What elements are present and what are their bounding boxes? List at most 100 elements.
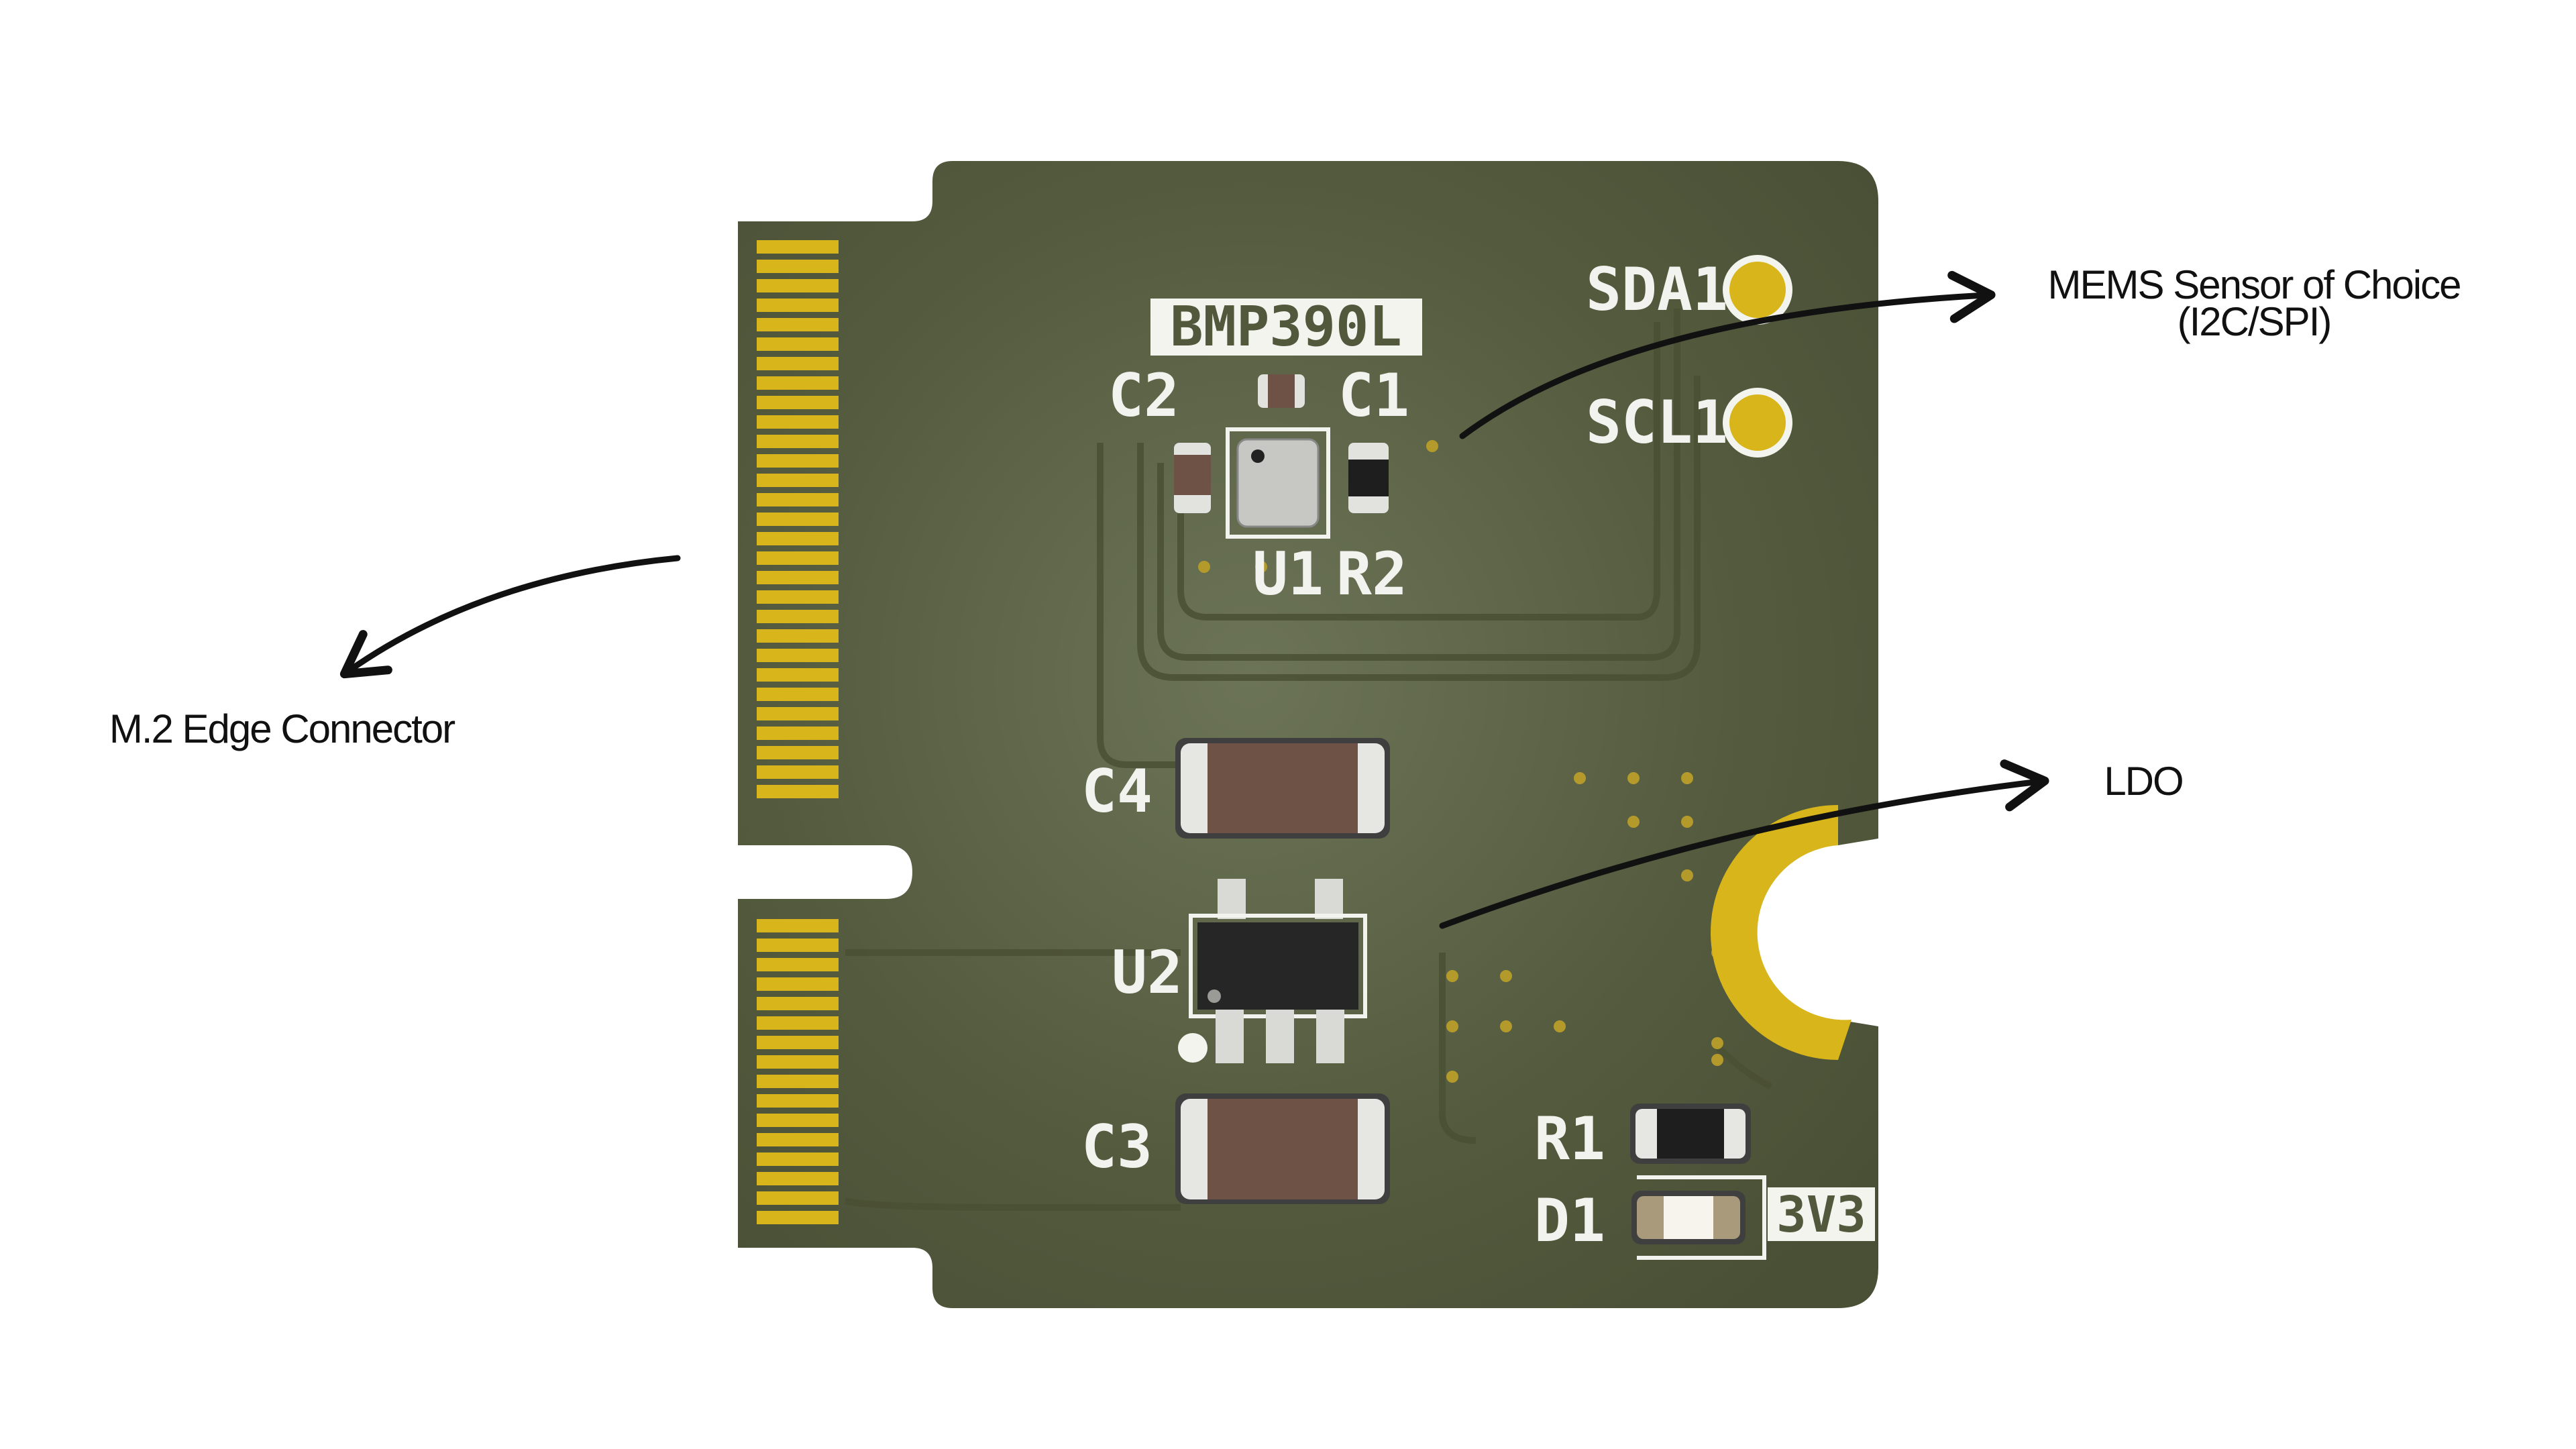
u2-ldo [1178,879,1367,1063]
arrow-edge-connector [339,555,681,679]
u1-sensor [1226,427,1330,539]
gold-finger [757,707,839,720]
test-pad-sda [1723,255,1792,325]
silk-scl: SCL1 [1586,388,1728,457]
via [1500,1020,1512,1032]
c3-capacitor [1175,1093,1390,1204]
pcb-outline [738,161,1878,1308]
via [1627,816,1640,828]
gold-finger [757,435,839,448]
d1-led [1631,1175,1766,1260]
gold-finger [757,1114,839,1127]
gold-finger [757,938,839,952]
via [1681,816,1693,828]
via [1198,561,1210,573]
gold-finger [757,668,839,682]
gold-finger [757,240,839,254]
gold-finger [757,532,839,545]
gold-finger [757,493,839,506]
via [1681,772,1693,784]
gold-finger [757,279,839,292]
gold-finger [757,919,839,932]
silk-c3: C3 [1081,1112,1152,1181]
sensor-part-text: BMP390L [1170,295,1402,359]
gold-finger [757,299,839,312]
gold-finger [757,551,839,565]
silk-c4: C4 [1081,757,1152,826]
gold-finger [757,1016,839,1030]
pcb-board: BMP390L [738,161,1878,1308]
silk-u1: U1 [1252,539,1324,608]
sensor-part-label: BMP390L [1150,295,1422,359]
annotation-mems-line1: MEMS Sensor of Choice [2048,262,2461,307]
vias [1198,440,1723,1083]
c-top-small [1258,374,1305,408]
gold-finger [757,958,839,971]
gold-finger [757,1152,839,1166]
gold-finger [757,571,839,584]
gold-finger [757,765,839,779]
via [1446,1020,1458,1032]
gold-finger [757,357,839,370]
gold-finger [757,629,839,643]
via [1574,772,1586,784]
gold-finger [757,396,839,409]
gold-finger [757,997,839,1010]
gold-finger [757,590,839,604]
gold-finger [757,688,839,701]
gold-finger [757,785,839,798]
gold-finger [757,513,839,526]
c-left-small [1174,443,1211,513]
gold-finger [757,746,839,759]
mounting-pad [1711,805,1851,1060]
via [1255,561,1267,573]
gold-finger [757,1133,839,1146]
gold-finger [757,376,839,390]
via [1500,970,1512,982]
via [1627,772,1640,784]
gold-finger [757,1211,839,1224]
silk-sda: SDA1 [1586,255,1728,324]
gold-finger [757,727,839,740]
silk-r2: R2 [1336,539,1407,608]
gold-finger [757,1172,839,1185]
gold-finger [757,454,839,468]
silk-r1: R1 [1534,1104,1605,1173]
gold-finger [757,1094,839,1108]
annotation-mems-line2: (I2C/SPI) [2178,299,2331,344]
edge-connector-fingers [757,240,839,1224]
via [1426,440,1438,452]
gold-finger [757,474,839,487]
silk-c1: C1 [1338,361,1409,430]
gold-finger [757,415,839,429]
silk-u2: U2 [1112,938,1183,1007]
gold-finger [757,260,839,273]
via [1711,1037,1723,1049]
silk-c2: C2 [1108,361,1179,430]
copper-traces [844,309,1773,1211]
via [1446,970,1458,982]
test-pad-scl [1723,388,1792,458]
rail-text: 3V3 [1776,1186,1866,1244]
via [1711,1054,1723,1066]
gold-finger [757,1075,839,1088]
c4-capacitor [1175,738,1390,839]
r2-resistor [1348,443,1389,513]
silk-d1: D1 [1534,1186,1605,1255]
gold-finger [757,1036,839,1049]
annotation-arrows [339,270,2049,929]
gold-finger [757,337,839,351]
gold-finger [757,1191,839,1205]
rail-label: 3V3 [1768,1186,1875,1244]
via [1681,869,1693,881]
gold-finger [757,649,839,662]
r1-resistor [1630,1104,1751,1164]
via [1446,1071,1458,1083]
arrow-ldo [1439,759,2049,929]
gold-finger [757,977,839,991]
gold-finger [757,610,839,623]
gold-finger [757,318,839,331]
gold-finger [757,1055,839,1069]
arrow-mems [1459,270,1996,439]
annotation-edge-connector: M.2 Edge Connector [109,706,455,751]
